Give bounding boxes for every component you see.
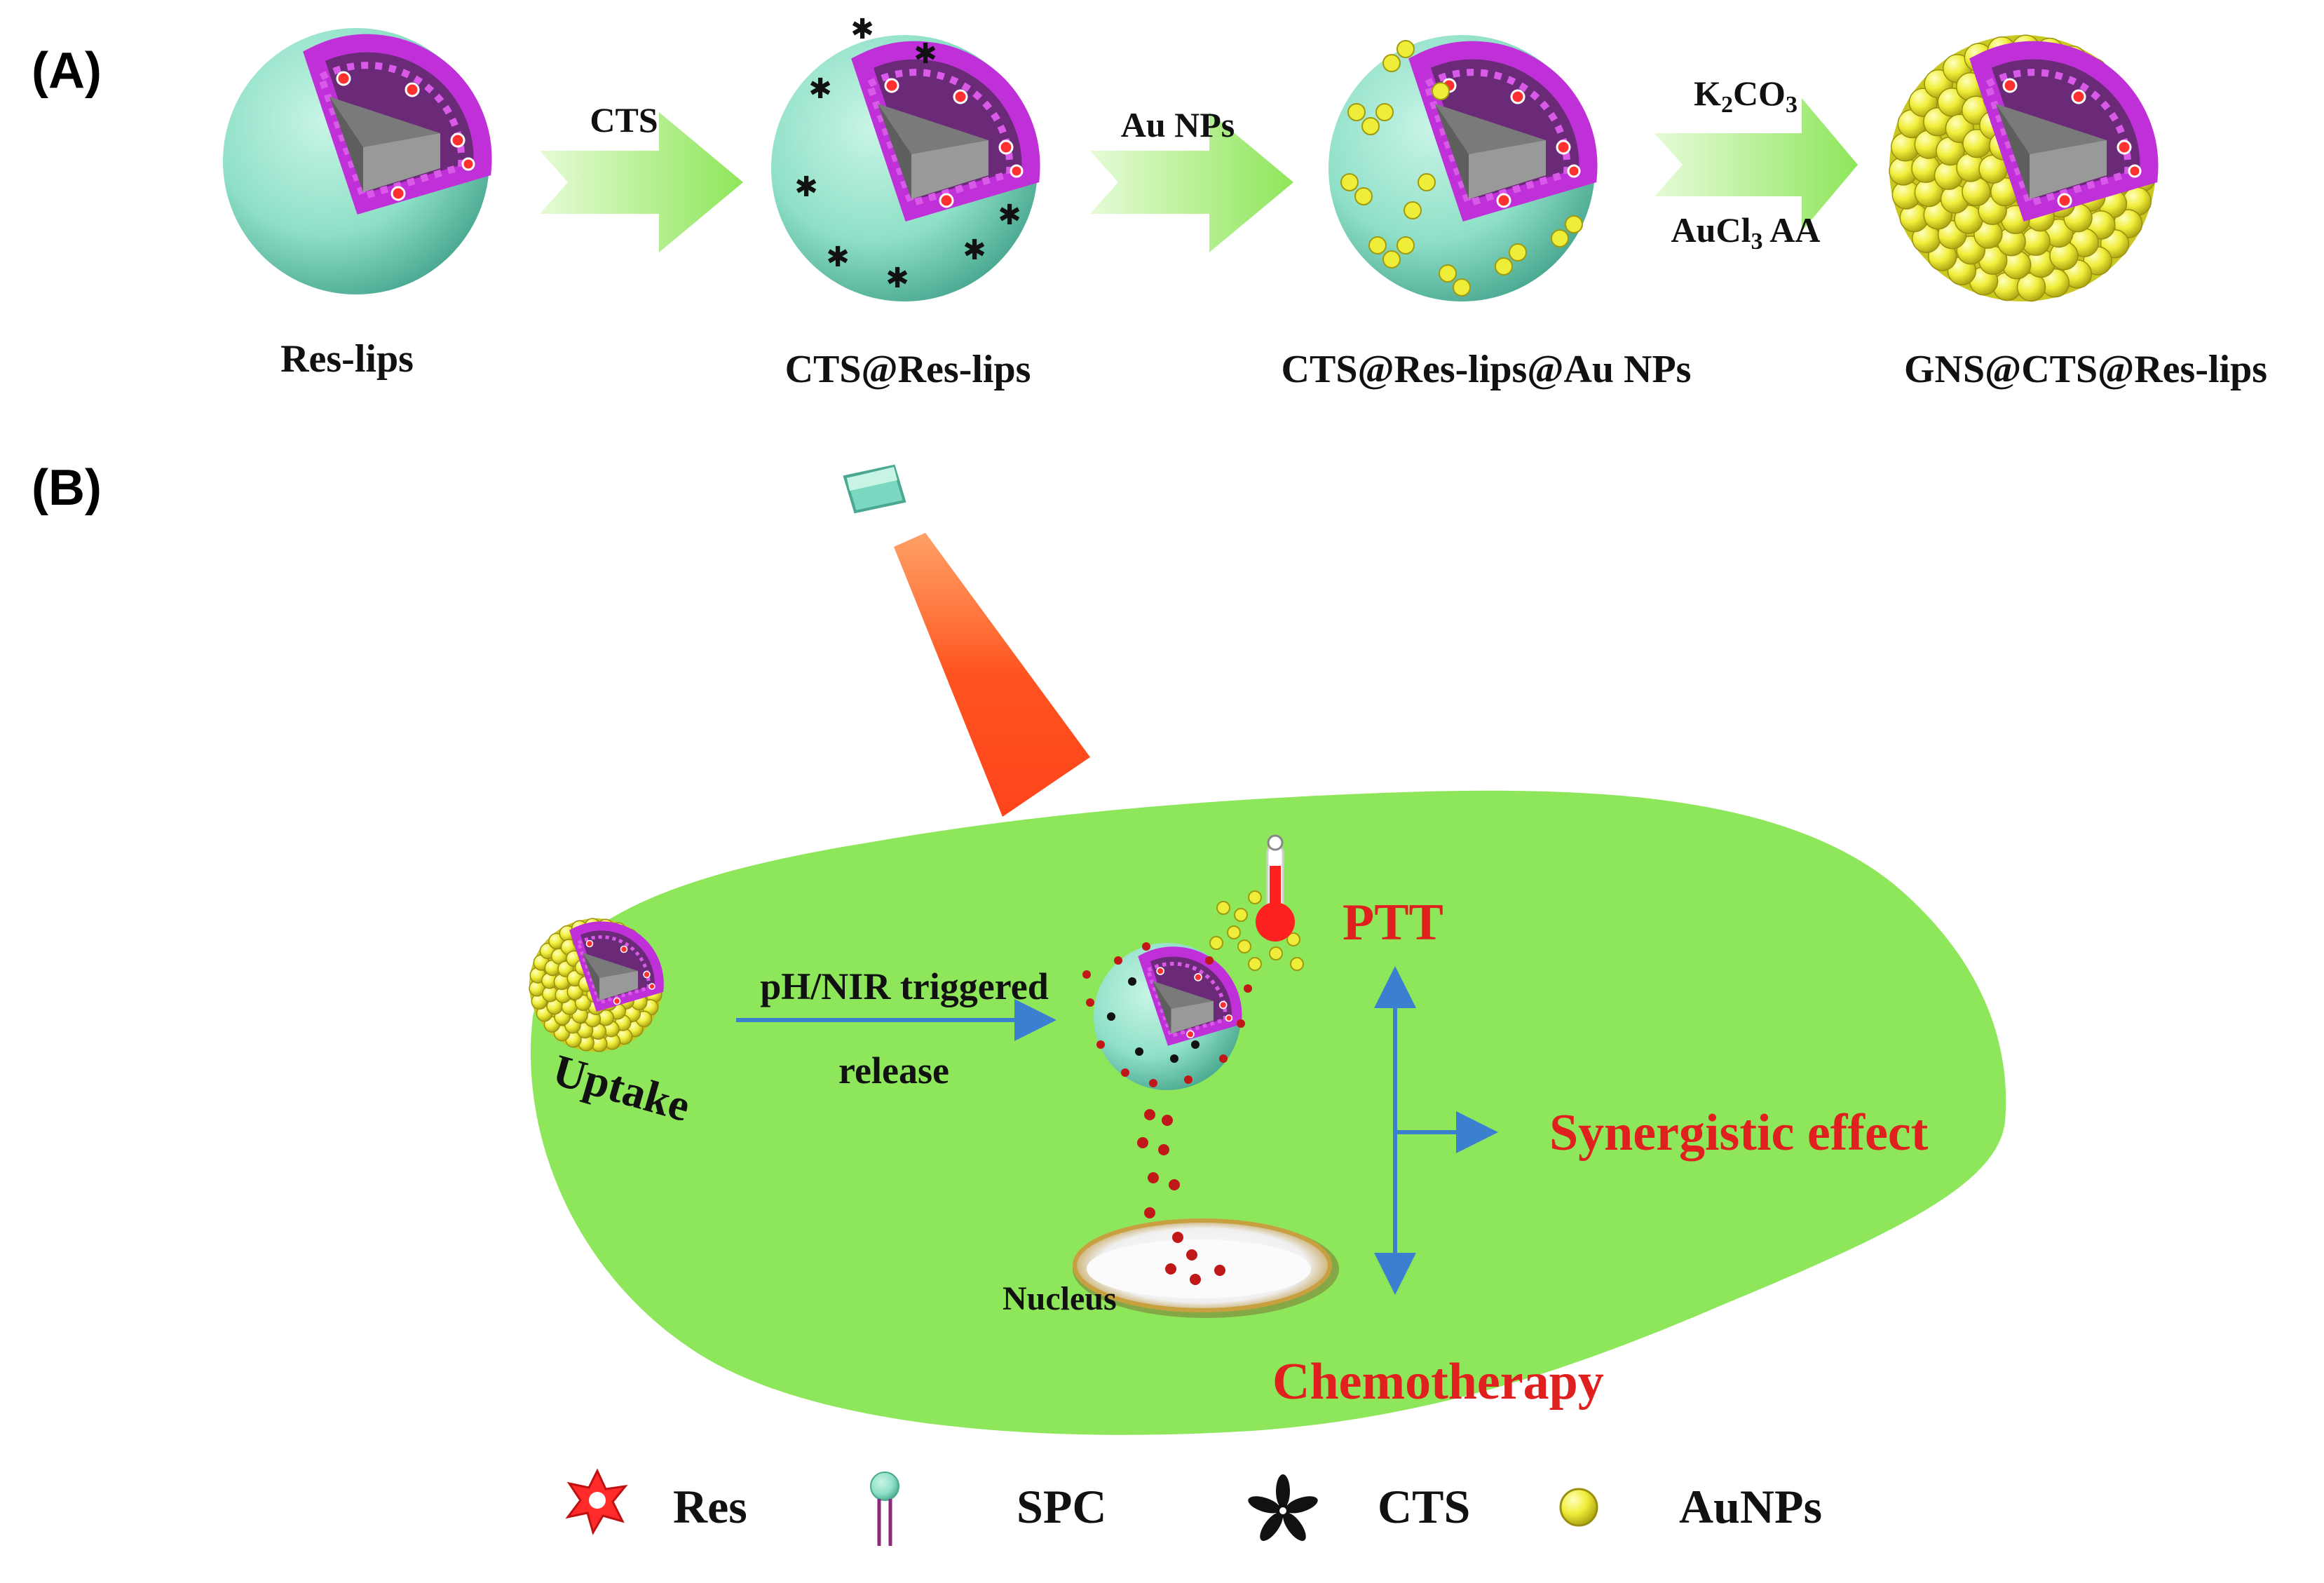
arrow-cts: CTS — [540, 100, 743, 252]
stage-label-cts-res-lips: CTS@Res-lips — [785, 348, 1031, 391]
arrow-cts-label: CTS — [590, 100, 658, 140]
au-np-dots — [1340, 40, 1583, 297]
legend-aunps-label: AuNPs — [1679, 1480, 1822, 1533]
chemo-label: Chemotherapy — [1272, 1353, 1604, 1411]
nucleus — [1073, 1218, 1339, 1318]
svg-text:✱: ✱ — [998, 199, 1021, 231]
cts-res-lips-au-particle — [1329, 35, 1595, 301]
gns-cts-res-lips-particle — [1889, 34, 2156, 302]
arrow-au-nps: Au NPs — [1090, 105, 1293, 252]
res-star-icon — [565, 1468, 628, 1535]
ptt-label: PTT — [1343, 894, 1443, 951]
thermometer-icon — [1256, 834, 1295, 942]
cts-flower-icon — [1248, 1474, 1318, 1541]
stage-label-res-lips: Res-lips — [280, 337, 414, 381]
arrow-aucl3-label: AuCl3 AA — [1671, 210, 1821, 254]
cts-marks: ✱ ✱ ✱ ✱ ✱ ✱ ✱ ✱ — [794, 13, 1021, 294]
svg-text:✱: ✱ — [794, 171, 818, 203]
legend-res-label: Res — [673, 1480, 747, 1533]
laser-source — [843, 464, 906, 514]
cell-body — [530, 790, 2006, 1435]
legend-cts-label: CTS — [1378, 1480, 1470, 1533]
stage-label-gns-cts-res-lips: GNS@CTS@Res-lips — [1904, 348, 2267, 391]
release-label-line1: pH/NIR triggered — [760, 965, 1048, 1007]
arrow-gold-shell: K2CO3 AuCl3 AA — [1654, 74, 1858, 254]
stage-label-cts-res-lips-au: CTS@Res-lips@Au NPs — [1282, 348, 1692, 391]
svg-text:✱: ✱ — [885, 262, 909, 294]
released-res-dots — [1082, 942, 1252, 1087]
legend-spc-label: SPC — [1017, 1480, 1106, 1533]
nucleus-label: Nucleus — [1003, 1280, 1117, 1317]
uptake-particle — [529, 918, 662, 1052]
cts-res-lips-particle: ✱ ✱ ✱ ✱ ✱ ✱ ✱ ✱ — [771, 13, 1038, 301]
synergy-label: Synergistic effect — [1549, 1104, 1929, 1162]
svg-text:✱: ✱ — [850, 13, 874, 46]
released-particle — [1082, 942, 1252, 1090]
legend: Res SPC CTS AuNPs — [565, 1468, 1822, 1546]
panel-b-label: (B) — [32, 460, 102, 516]
release-label-line2: release — [838, 1049, 949, 1092]
arrow-k2co3-label: K2CO3 — [1694, 74, 1798, 118]
svg-text:✱: ✱ — [808, 73, 832, 105]
svg-text:✱: ✱ — [913, 38, 937, 70]
panel-a-label: (A) — [32, 43, 102, 99]
arrow-au-nps-label: Au NPs — [1121, 105, 1235, 144]
svg-text:✱: ✱ — [963, 234, 986, 266]
res-release-drops — [1137, 1109, 1180, 1218]
spc-lipid-icon — [870, 1472, 899, 1546]
svg-text:✱: ✱ — [826, 241, 850, 273]
released-cts-dots — [1107, 977, 1200, 1063]
aunp-sphere-icon — [1559, 1488, 1598, 1527]
laser-beam — [894, 533, 1090, 817]
res-lips-particle — [223, 28, 489, 294]
